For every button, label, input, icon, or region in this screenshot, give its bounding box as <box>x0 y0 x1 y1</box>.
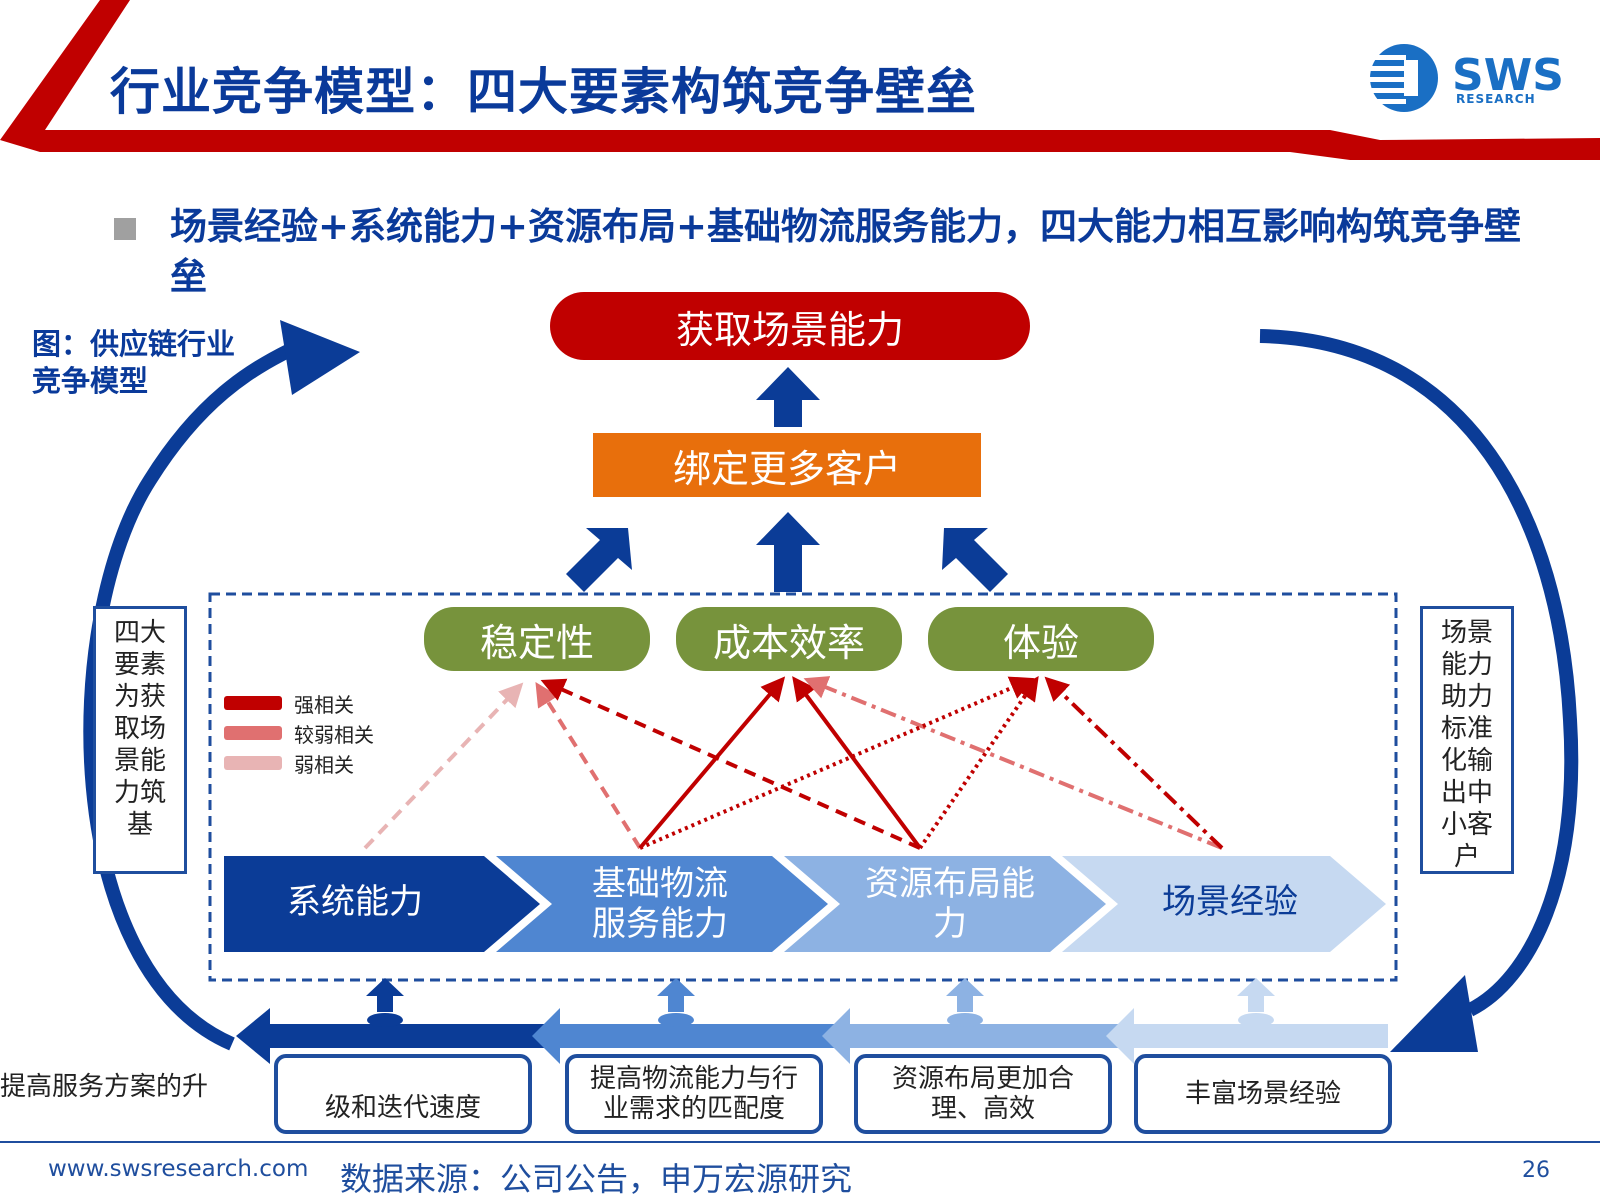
factor-label-system: 系统能力 <box>287 882 423 922</box>
outcome-cost-efficiency: 成本效率 <box>676 607 902 671</box>
legend-label: 强相关 <box>294 692 354 717</box>
header-banner <box>0 0 1600 160</box>
right-side-note: 场景能力助力标准化输出中小客户 <box>1420 606 1514 874</box>
left-cut-text: 提高服务方案的升 <box>0 1072 209 1102</box>
page-title: 行业竞争模型：四大要素构筑竞争壁垒 <box>110 63 977 121</box>
right-cycle-arrow <box>1259 329 1579 1052</box>
mid-correlation-line <box>535 681 642 850</box>
factor-label-resource: 资源布局能力 <box>865 864 1035 944</box>
footer-url[interactable]: www.swsresearch.com <box>48 1156 309 1182</box>
legend-label: 弱相关 <box>294 752 354 777</box>
left-side-note: 四大要素为获取场景能力筑基 <box>93 606 187 874</box>
outcome-stability: 稳定性 <box>424 607 650 671</box>
strong-correlation-line <box>639 676 1035 850</box>
chevron-logistics <box>496 856 828 952</box>
chevron-scene <box>1062 856 1386 952</box>
outcome-experience: 体验 <box>928 607 1154 671</box>
footer-source: 数据来源：公司公告，申万宏源研究 <box>340 1160 853 1198</box>
bottom-box-resource: 资源布局更加合理、高效 <box>854 1054 1112 1134</box>
bottom-box-logistics: 提高物流能力与行业需求的匹配度 <box>565 1054 823 1134</box>
logo-subtext: RESEARCH <box>1456 92 1536 106</box>
legend-swatch-weak <box>224 756 282 770</box>
legend-label: 较弱相关 <box>294 722 374 747</box>
correlation-lines <box>363 676 1224 850</box>
left-cycle-arrow <box>83 320 360 1051</box>
strong-correlation-line <box>918 676 1039 850</box>
logo-text: SWS <box>1452 50 1564 101</box>
legend-swatch-mid <box>224 726 282 740</box>
factor-label-scene: 场景经验 <box>1162 882 1298 922</box>
arrow-to-top-goal <box>756 367 820 427</box>
page-number: 26 <box>1522 1158 1550 1183</box>
strong-correlation-line <box>1044 676 1224 850</box>
bottom-box-system: 级和迭代速度 <box>274 1054 532 1134</box>
legend: 强相关 较弱相关 弱相关 <box>224 688 374 778</box>
legend-item-mid: 较弱相关 <box>224 718 374 748</box>
bullet-square-icon <box>114 218 136 240</box>
figure-caption: 图：供应链行业竞争模型 <box>32 327 236 398</box>
sws-logo-icon <box>1368 44 1438 112</box>
bullet-text: 场景经验+系统能力+资源布局+基础物流服务能力，四大能力相互影响构筑竞争壁垒 <box>170 205 1522 298</box>
strong-correlation-line <box>638 676 786 850</box>
bottom-box-scene: 丰富场景经验 <box>1134 1054 1392 1134</box>
legend-item-strong: 强相关 <box>224 688 374 718</box>
mid-goal-box: 绑定更多客户 <box>593 433 981 497</box>
mid-correlation-line <box>803 676 1223 850</box>
strong-correlation-line <box>792 676 922 850</box>
legend-swatch-strong <box>224 696 282 710</box>
strong-correlation-line <box>540 678 921 850</box>
arrows-to-mid-goal <box>566 512 1008 592</box>
factor-container <box>208 592 1398 982</box>
top-goal-pill: 获取场景能力 <box>550 292 1030 360</box>
bottom-arrow-band <box>236 1008 1388 1064</box>
legend-item-weak: 弱相关 <box>224 748 374 778</box>
pin-connectors <box>366 978 1275 1027</box>
chevron-resource <box>784 856 1106 952</box>
weak-correlation-line <box>363 682 524 850</box>
factor-label-logistics: 基础物流服务能力 <box>592 864 728 944</box>
factor-chevrons <box>224 856 1386 952</box>
header-red-band <box>0 0 1600 160</box>
chevron-system <box>224 856 540 952</box>
